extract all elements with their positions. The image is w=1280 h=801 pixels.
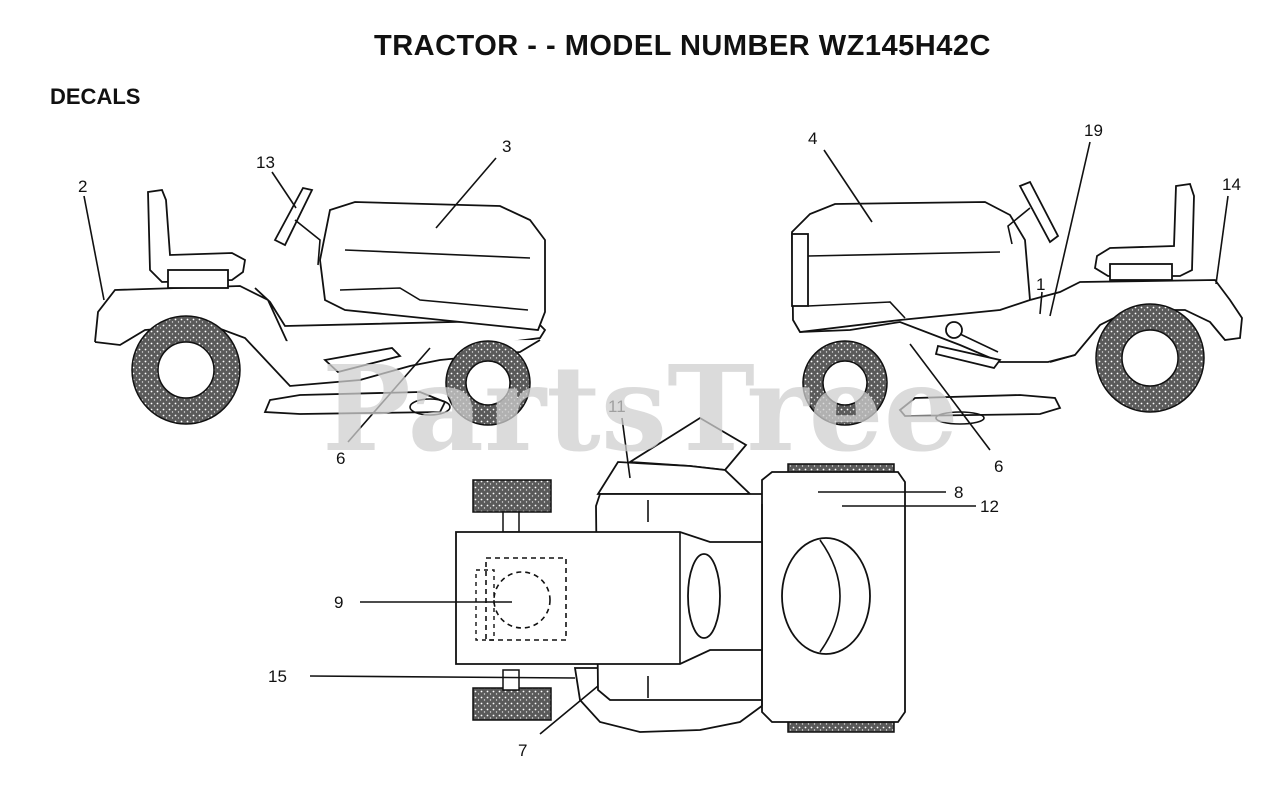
callout-14: 14 <box>1222 175 1241 194</box>
leader-15 <box>309 675 576 679</box>
steering-column-top <box>687 553 721 639</box>
rear-hub-right <box>1121 329 1179 387</box>
leader-6-left <box>347 347 431 443</box>
frame-right <box>799 321 1076 363</box>
rear-axle-top-lower <box>502 669 520 691</box>
leader-14 <box>1215 195 1229 285</box>
rear-fender-right <box>1029 279 1243 363</box>
hood-dome-shade <box>819 539 841 653</box>
hood-dome-top <box>781 537 871 655</box>
seat-decal-outline <box>485 557 567 641</box>
deck-belt-right <box>935 411 985 425</box>
front-hub-right <box>822 360 868 406</box>
lift-lever <box>959 333 999 353</box>
tractor-left-side-view: 2 13 3 6 <box>78 137 547 468</box>
leader-6-right <box>909 343 991 451</box>
hood-left <box>319 201 546 331</box>
pedal-left <box>323 347 402 373</box>
steering-wheel-left <box>273 186 314 247</box>
leader-4 <box>823 149 873 223</box>
hood-line-right <box>807 251 1001 257</box>
leader-1 <box>1039 291 1043 315</box>
diagram-title: TRACTOR - - MODEL NUMBER WZ145H42C <box>374 30 991 62</box>
deck-belt-left <box>409 398 451 416</box>
callout-2: 2 <box>78 177 87 196</box>
watermark-text: PartsTree <box>322 339 959 478</box>
grille-right <box>791 233 809 307</box>
seat-right <box>1094 183 1195 277</box>
leader-11 <box>621 417 631 479</box>
tractor-right-side-view: 4 19 14 1 6 <box>791 121 1243 476</box>
seat-decal-tab <box>475 569 495 641</box>
lift-lever-knob <box>945 321 963 339</box>
callout-3: 3 <box>502 137 511 156</box>
hood-line-left <box>344 249 531 259</box>
section-label: DECALS <box>50 84 141 109</box>
seat-deck-top <box>455 531 763 665</box>
callout-15: 15 <box>268 667 287 686</box>
callout-7: 7 <box>518 741 527 760</box>
rear-wheel-top-lower <box>472 687 552 721</box>
seat-base-left <box>167 269 229 289</box>
callout-1: 1 <box>1036 275 1045 294</box>
rear-wheel-top-upper <box>472 479 552 513</box>
rear-hub-left <box>157 341 215 399</box>
leader-3 <box>435 157 497 229</box>
leader-7 <box>539 685 599 735</box>
callout-11: 11 <box>608 397 626 416</box>
callout-19: 19 <box>1084 121 1103 140</box>
callout-6-right: 6 <box>994 457 1003 476</box>
callout-12: 12 <box>980 497 999 516</box>
mower-deck-left <box>263 391 447 415</box>
front-hub-left <box>465 360 511 406</box>
steering-column-right <box>1007 207 1031 245</box>
hood-panel-left <box>339 287 529 311</box>
leader-13 <box>271 171 297 209</box>
seat-left <box>147 189 246 283</box>
leader-19 <box>1049 141 1091 317</box>
callout-8: 8 <box>954 483 963 502</box>
seat-decal-circle <box>493 571 551 629</box>
steering-wheel-right <box>1018 180 1060 244</box>
hood-right <box>791 201 1031 333</box>
callout-6-left: 6 <box>336 449 345 468</box>
mower-deck-right <box>898 394 1062 417</box>
steering-column-left <box>294 219 321 266</box>
hood-panel-right <box>807 301 906 319</box>
pedal-right <box>934 344 1002 370</box>
leader-2 <box>83 195 105 301</box>
tractor-top-view: 11 8 12 9 15 7 <box>268 397 999 760</box>
callout-13: 13 <box>256 153 275 172</box>
seat-base-right <box>1109 263 1173 281</box>
rear-axle-top-upper <box>502 511 520 533</box>
callout-9: 9 <box>334 593 343 612</box>
callout-4: 4 <box>808 129 817 148</box>
